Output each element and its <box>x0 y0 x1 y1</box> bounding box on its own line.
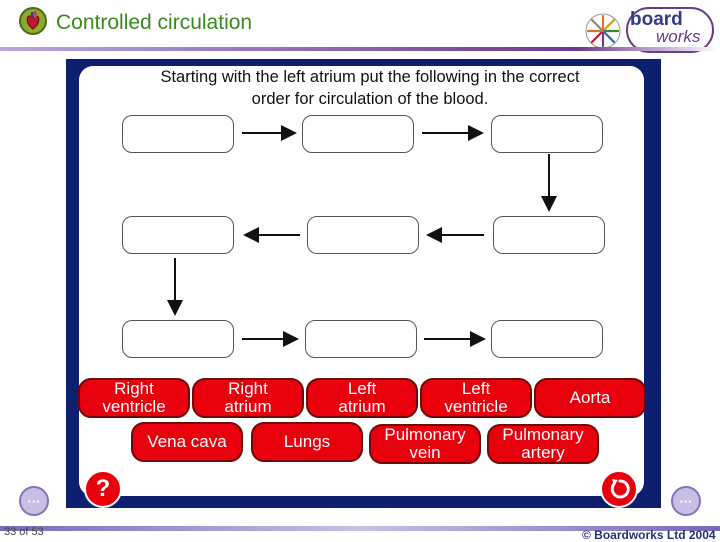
footer-bar <box>0 526 720 531</box>
help-icon: ? <box>95 475 111 502</box>
page-title: Controlled circulation <box>56 11 253 34</box>
header-divider <box>0 47 720 51</box>
boardworks-wheel-icon <box>585 13 621 49</box>
help-button[interactable]: ? <box>84 470 122 508</box>
boardworks-logo <box>626 7 714 53</box>
instruction-text: Starting with the left atrium put the fo… <box>160 68 580 108</box>
answer-slot[interactable] <box>122 320 234 358</box>
card-aorta[interactable]: Aorta <box>534 378 646 418</box>
prev-slide-button[interactable]: ··· <box>19 486 49 516</box>
answer-slot[interactable] <box>122 115 234 153</box>
answer-slot[interactable] <box>491 320 603 358</box>
answer-slot[interactable] <box>307 216 419 254</box>
reset-icon <box>610 479 630 499</box>
reset-button[interactable] <box>600 470 638 508</box>
heart-icon <box>19 7 47 35</box>
answer-slot[interactable] <box>305 320 417 358</box>
answer-slot[interactable] <box>302 115 414 153</box>
copyright-text: © Boardworks Ltd 2004 <box>582 528 716 542</box>
logo-works-text: works <box>656 27 701 46</box>
next-slide-button[interactable]: ··· <box>671 486 701 516</box>
answer-slot[interactable] <box>491 115 603 153</box>
logo-board-text: board <box>630 9 683 30</box>
slide-counter: 33 of 53 <box>4 526 44 538</box>
answer-slot[interactable] <box>493 216 605 254</box>
card-lungs[interactable]: Lungs <box>251 422 363 462</box>
next-arrow-icon: ··· <box>679 493 693 509</box>
answer-slot[interactable] <box>122 216 234 254</box>
card-vena-cava[interactable]: Vena cava <box>131 422 243 462</box>
prev-arrow-icon: ··· <box>27 493 41 509</box>
